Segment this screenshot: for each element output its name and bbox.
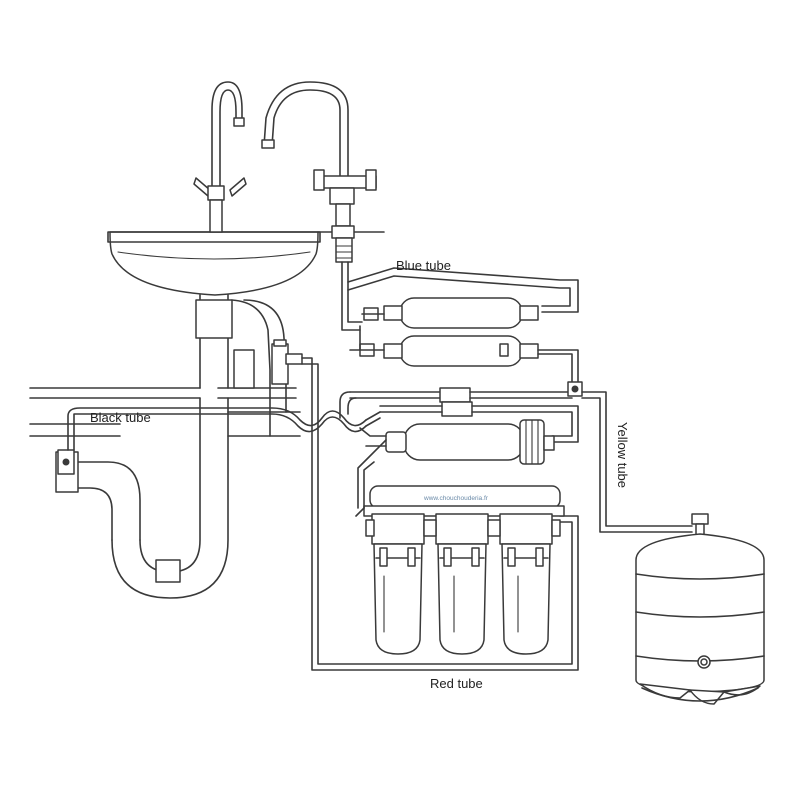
inline-cartridge-top (361, 297, 539, 329)
black-tube-label: Black tube (90, 410, 151, 425)
yellow-tube-label: Yellow tube (615, 422, 630, 488)
diagram-labels: Blue tube Black tube Yellow tube Red tub… (90, 258, 630, 691)
blue-tube (341, 261, 579, 331)
ro-faucet (261, 81, 385, 263)
sink (55, 231, 321, 599)
main-faucet (193, 81, 247, 233)
inline-cartridge-mid (349, 325, 579, 385)
feed-valve (271, 339, 579, 671)
wall-drain-pipes (29, 387, 301, 437)
storage-tank (635, 513, 765, 705)
prefilter-unit (355, 439, 565, 655)
flow-restrictor-line (349, 381, 693, 533)
membrane-housing (359, 419, 555, 465)
red-tube-label: Red tube (430, 676, 483, 691)
black-tube (67, 391, 381, 451)
watermark: www.chouchouderia.fr (423, 495, 489, 502)
blue-tube-label: Blue tube (396, 258, 451, 273)
